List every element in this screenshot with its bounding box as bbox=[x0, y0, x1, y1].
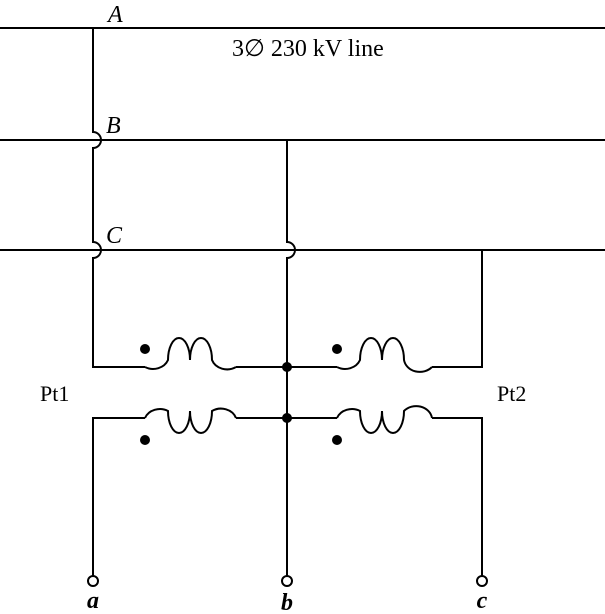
pt2-primary-coil bbox=[336, 337, 433, 373]
terminal-b bbox=[281, 575, 293, 587]
junction-dot-secondary bbox=[282, 413, 292, 423]
secondary-wire-a bbox=[92, 417, 145, 576]
phase-label-a: A bbox=[106, 2, 123, 28]
pt2-secondary-coil bbox=[336, 405, 433, 434]
pt2-primary-polarity-dot bbox=[332, 344, 342, 354]
junction-dot-primary bbox=[282, 362, 292, 372]
tap-wire-phase-a bbox=[92, 28, 145, 368]
transformer-label-pt2: Pt2 bbox=[497, 381, 526, 406]
pt1-secondary-polarity-dot bbox=[140, 435, 150, 445]
phase-label-b: B bbox=[106, 113, 121, 139]
phase-label-c: C bbox=[106, 223, 123, 249]
pt1-primary-coil bbox=[144, 337, 237, 371]
terminal-label-a: a bbox=[87, 588, 99, 614]
tap-wire-phase-c bbox=[432, 250, 483, 368]
pt2-secondary-polarity-dot bbox=[332, 435, 342, 445]
terminal-a bbox=[87, 575, 99, 587]
terminal-c bbox=[476, 575, 488, 587]
terminal-label-c: c bbox=[477, 588, 488, 614]
pt1-secondary-coil bbox=[144, 407, 237, 434]
pt1-primary-polarity-dot bbox=[140, 344, 150, 354]
secondary-wire-c bbox=[432, 417, 483, 576]
terminal-label-b: b bbox=[281, 590, 293, 614]
line-title: 3∅ 230 kV line bbox=[232, 36, 384, 62]
transformer-label-pt1: Pt1 bbox=[40, 381, 69, 406]
tap-wire-phase-b bbox=[286, 140, 296, 576]
